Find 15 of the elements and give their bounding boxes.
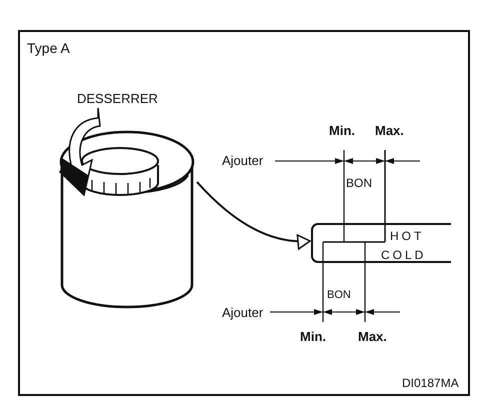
level-label: HOT [390, 230, 424, 242]
diagram-label: DI0187MA [402, 377, 459, 389]
diagram-label: Max. [375, 124, 404, 137]
diagram-label: Max. [358, 330, 387, 343]
curved-arrow [196, 181, 311, 250]
diagram-label: Min. [300, 330, 326, 343]
diagram-label: DESSERRER [77, 92, 158, 105]
diagram-label: BON [327, 290, 351, 301]
diagram-label: Min. [329, 124, 355, 137]
level-gauge [311, 223, 451, 263]
level-label: COLD [381, 249, 426, 261]
diagram-label: BON [346, 177, 372, 189]
diagram-label: Type A [27, 41, 70, 55]
diagram-label: Ajouter [222, 154, 264, 167]
diagram-label: Ajouter [222, 306, 264, 319]
